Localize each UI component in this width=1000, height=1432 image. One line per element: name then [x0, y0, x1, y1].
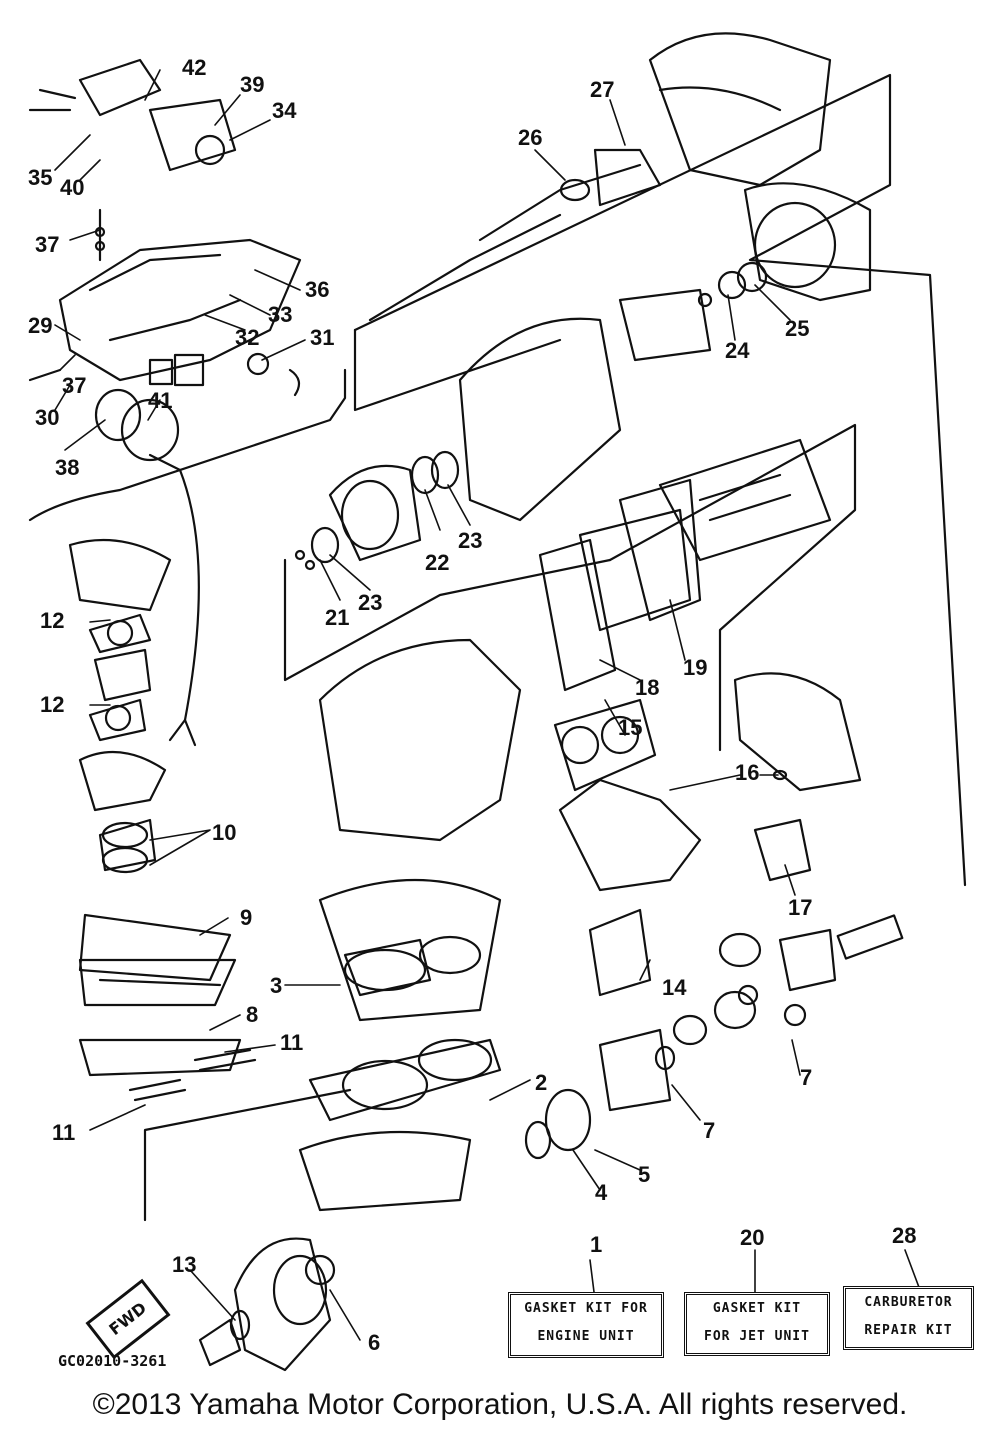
callout: 11: [52, 1120, 75, 1145]
callout: 31: [310, 325, 334, 350]
engine-block: [298, 638, 904, 1286]
exploded-parts-diagram: 1 2 3 4 5 6 7 7 8 9 10 11 11 12 12 13 14…: [28, 32, 967, 1372]
carburetor-assembly: [28, 58, 302, 747]
copyright-notice: ©2013 Yamaha Motor Corporation, U.S.A. A…: [92, 1388, 908, 1421]
callout: 12: [40, 692, 64, 717]
engine-gasket-kit-label: GASKET KIT FOR ENGINE UNIT: [508, 1292, 664, 1358]
callout: 20: [740, 1225, 764, 1250]
kit-line: GASKET KIT: [712, 1301, 802, 1316]
callout: 8: [246, 1002, 258, 1027]
reference-code: GC02010-3261: [58, 1352, 167, 1370]
callout: 23: [458, 528, 482, 553]
callout: 36: [305, 277, 329, 302]
callout: 25: [785, 316, 809, 341]
callout: 27: [590, 77, 614, 102]
kit-line: ENGINE UNIT: [537, 1329, 635, 1344]
callout: 26: [518, 125, 542, 150]
driveshaft-parts: [294, 438, 832, 692]
kit-line: GASKET KIT FOR: [524, 1301, 648, 1316]
jet-unit-outline: [353, 73, 967, 887]
callout: 32: [235, 325, 259, 350]
callout: 19: [683, 655, 707, 680]
callout: 7: [800, 1065, 812, 1090]
callout: 15: [618, 715, 642, 740]
callout: 1: [590, 1232, 602, 1257]
callout: 9: [240, 905, 252, 930]
carburetor-group-outline: [28, 368, 347, 522]
callout: 38: [55, 455, 79, 480]
callout: 12: [40, 608, 64, 633]
callout: 33: [268, 302, 292, 327]
callout: 18: [635, 675, 659, 700]
callout: 30: [35, 405, 59, 430]
callout: 6: [368, 1330, 380, 1355]
callout: 41: [148, 388, 172, 413]
jet-pump-housing: [368, 32, 872, 522]
callout: 21: [325, 605, 349, 630]
left-gasket-stack: [68, 538, 352, 1222]
fwd-label: FWD: [105, 1298, 151, 1339]
callout: 37: [35, 232, 59, 257]
callout: 13: [172, 1252, 196, 1277]
jet-gasket-kit-label: GASKET KIT FOR JET UNIT: [684, 1292, 830, 1356]
callout: 14: [662, 975, 687, 1000]
callout: 11: [280, 1030, 303, 1055]
callout: 2: [535, 1070, 547, 1095]
callout: 39: [240, 72, 264, 97]
kit-line: CARBURETOR: [864, 1295, 953, 1310]
callout: 24: [725, 338, 750, 363]
driveshaft-outline: [283, 558, 612, 682]
kit-line: REPAIR KIT: [864, 1323, 953, 1338]
callout: 3: [270, 973, 282, 998]
callout: 28: [892, 1223, 916, 1248]
callout: 34: [272, 98, 297, 123]
callout: 16: [735, 760, 759, 785]
callout: 17: [788, 895, 812, 920]
impeller-assembly: [198, 1237, 332, 1372]
callout: 37: [62, 373, 86, 398]
callout: 40: [60, 175, 84, 200]
callout: 23: [358, 590, 382, 615]
callout: 10: [212, 820, 236, 845]
callout: 4: [595, 1180, 608, 1205]
callout: 5: [638, 1162, 650, 1187]
carburetor-repair-kit-label: CARBURETOR REPAIR KIT: [843, 1286, 974, 1350]
callout: 7: [703, 1118, 715, 1143]
kit-line: FOR JET UNIT: [704, 1329, 810, 1344]
callout: 22: [425, 550, 449, 575]
callout: 42: [182, 55, 206, 80]
callout-numbers: 1 2 3 4 5 6 7 7 8 9 10 11 11 12 12 13 14…: [28, 55, 916, 1355]
callout: 35: [28, 165, 52, 190]
callout: 29: [28, 313, 52, 338]
